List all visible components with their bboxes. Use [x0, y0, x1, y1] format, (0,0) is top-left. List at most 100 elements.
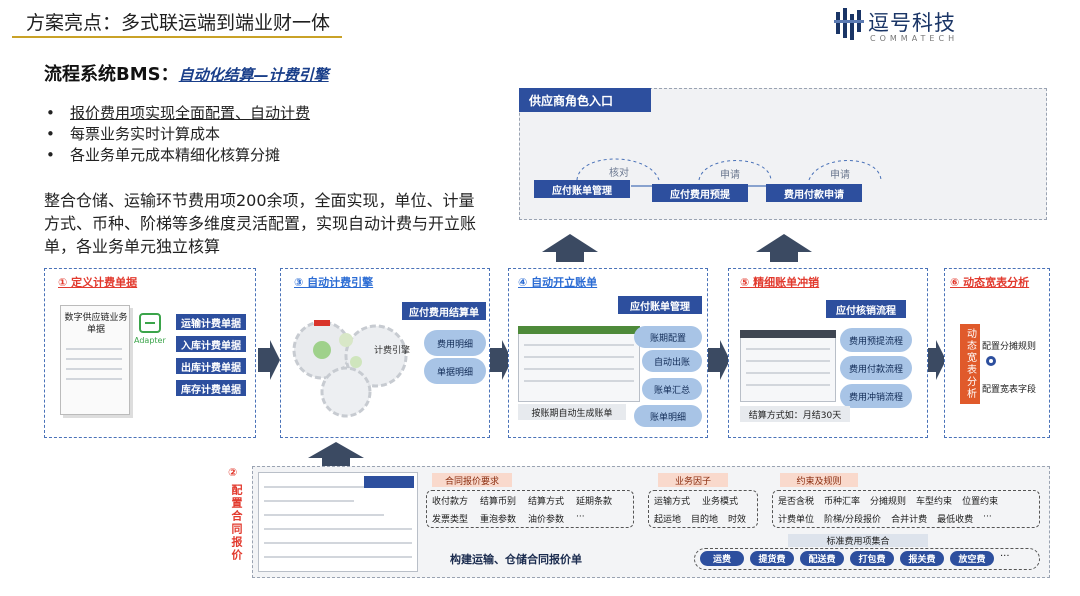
factor-row: 运输方式 业务模式 — [654, 494, 738, 507]
step4-title: ④ 自动开立账单 — [518, 276, 598, 289]
slide-title: 方案亮点：多式联运端到端业财一体 — [26, 12, 331, 34]
pill-writeoff-flow[interactable]: 费用冲销流程 — [840, 384, 912, 408]
pill-doc-detail[interactable]: 单据明细 — [424, 358, 486, 384]
factor-row: 起运地 目的地 时效 — [654, 512, 746, 525]
screenshot-line — [524, 380, 634, 382]
rules-group-label: 约束及规则 — [780, 473, 858, 487]
factor-item: 时效 — [728, 515, 747, 525]
payable-writeoff-box[interactable]: 应付核销流程 — [826, 300, 906, 318]
step1-title: ① 定义计费单据 — [58, 276, 138, 289]
rule-item: 分摊规则 — [870, 497, 907, 507]
engine-label: 计费引擎 — [374, 346, 411, 356]
supplier-box-bill[interactable]: 应付账单管理 — [534, 180, 630, 198]
doc-line — [66, 378, 122, 380]
bullet-item: 各业务单元成本精细化核算分摊 — [46, 145, 310, 166]
screenshot-line — [264, 514, 384, 516]
screenshot-line — [746, 372, 830, 374]
rule-item: 阶梯/分段报价 — [824, 515, 882, 525]
pill-auto-bill[interactable]: 自动出账 — [642, 350, 702, 372]
billing-doc-outbound[interactable]: 出库计费单据 — [176, 358, 246, 374]
quote-item: ··· — [576, 512, 585, 522]
logo-subtitle: COMMATECH — [870, 34, 959, 43]
payable-settlement-box[interactable]: 应付费用结算单 — [402, 302, 486, 320]
rule-item: 位置约束 — [962, 497, 999, 507]
up-arrow-icon — [308, 442, 364, 468]
quote-item: 收付款方 — [432, 497, 469, 507]
quote-item: 发票类型 — [432, 515, 469, 525]
fee-item[interactable]: 运费 — [700, 551, 744, 566]
section-title-italic: 自动化结算—计费引擎 — [178, 66, 329, 84]
payable-bill-box[interactable]: 应付账单管理 — [618, 296, 702, 314]
rule-item: 车型约束 — [916, 497, 953, 507]
fee-item[interactable]: 放空费 — [950, 551, 994, 566]
factor-item: 目的地 — [691, 515, 719, 525]
step5-title: ⑤ 精细账单冲销 — [740, 276, 820, 289]
up-arrow-icon — [542, 234, 598, 262]
quote-row: 收付款方 结算币别 结算方式 延期条款 — [432, 494, 612, 507]
pill-payment-flow[interactable]: 费用付款流程 — [840, 356, 912, 380]
section-title: 流程系统BMS：自动化结算—计费引擎 — [44, 60, 329, 86]
chevron-right-icon — [490, 340, 512, 380]
contract-side-label: 配置合同报价 — [230, 484, 243, 562]
contract-screenshot — [258, 472, 418, 572]
bullet-list: 报价费用项实现全面配置、自动计费 每票业务实时计算成本 各业务单元成本精细化核算… — [46, 103, 310, 166]
logo-name: 逗号科技 — [868, 11, 956, 35]
supplier-box-payment[interactable]: 费用付款申请 — [766, 184, 862, 202]
factor-item: 起运地 — [654, 515, 682, 525]
supplier-link-label: 核对 — [609, 168, 629, 179]
writeoff-screenshot — [740, 330, 836, 402]
quote-row: 发票类型 重泡参数 油价参数 ··· — [432, 512, 585, 525]
quote-group — [426, 490, 634, 528]
pill-fee-detail[interactable]: 费用明细 — [424, 330, 486, 356]
fee-item[interactable]: 报关费 — [900, 551, 944, 566]
fee-item[interactable]: 提货费 — [750, 551, 794, 566]
supplier-portal-title: 供应商角色入口 — [519, 88, 651, 112]
step3-title: ③ 自动计费引擎 — [294, 276, 374, 289]
step6-item: 配置宽表字段 — [982, 385, 1037, 395]
billing-doc-inbound[interactable]: 入库计费单据 — [176, 336, 246, 352]
billing-doc-transport[interactable]: 运输计费单据 — [176, 314, 246, 330]
document-stack — [60, 305, 130, 415]
chevron-right-icon — [258, 340, 280, 380]
quote-item: 重泡参数 — [480, 515, 517, 525]
screenshot-header-bar — [740, 330, 836, 338]
rules-group — [772, 490, 1040, 528]
title-underline — [12, 36, 342, 38]
screenshot-header-bar — [518, 326, 640, 334]
adapter-label: Adapter — [134, 336, 166, 345]
quote-item: 结算币别 — [480, 497, 517, 507]
screenshot-line — [746, 348, 830, 350]
screenshot-line — [264, 542, 412, 544]
screenshot-line — [264, 486, 412, 488]
pill-bill-detail[interactable]: 账单明细 — [634, 405, 702, 427]
screenshot-button — [364, 476, 414, 488]
rule-item: 最低收费 — [937, 515, 974, 525]
rules-row: 是否含税 币种汇率 分摊规则 车型约束 位置约束 — [778, 494, 998, 507]
contract-caption: 构建运输、仓储合同报价单 — [450, 553, 582, 566]
factor-item: 运输方式 — [654, 497, 691, 507]
quote-item: 结算方式 — [528, 497, 565, 507]
fees-group-label: 标准费用项集合 — [788, 534, 928, 547]
supplier-link-label: 申请 — [830, 170, 850, 181]
fee-item[interactable]: 配送费 — [800, 551, 844, 566]
quote-item: 油价参数 — [528, 515, 565, 525]
bullet-item: 每票业务实时计算成本 — [46, 124, 310, 145]
rule-item: ··· — [983, 512, 992, 522]
rule-item: 是否含税 — [778, 497, 815, 507]
pill-billing-period[interactable]: 账期配置 — [634, 326, 702, 348]
rule-item: 币种汇率 — [824, 497, 861, 507]
contract-index: ② — [228, 466, 238, 479]
supplier-box-accrual[interactable]: 应付费用预提 — [652, 184, 748, 202]
step6-side-label: 动态宽表分析 — [960, 324, 980, 404]
doc-line — [66, 348, 122, 350]
doc-line — [66, 358, 122, 360]
screenshot-line — [264, 528, 412, 530]
billing-doc-inventory[interactable]: 库存计费单据 — [176, 380, 246, 396]
screenshot-line — [524, 356, 634, 358]
doc-line — [66, 368, 122, 370]
logo-mark-icon — [834, 8, 864, 40]
screenshot-line — [524, 368, 634, 370]
fee-item[interactable]: 打包费 — [850, 551, 894, 566]
pill-bill-summary[interactable]: 账单汇总 — [642, 378, 702, 400]
pill-accrual-flow[interactable]: 费用预提流程 — [840, 328, 912, 352]
